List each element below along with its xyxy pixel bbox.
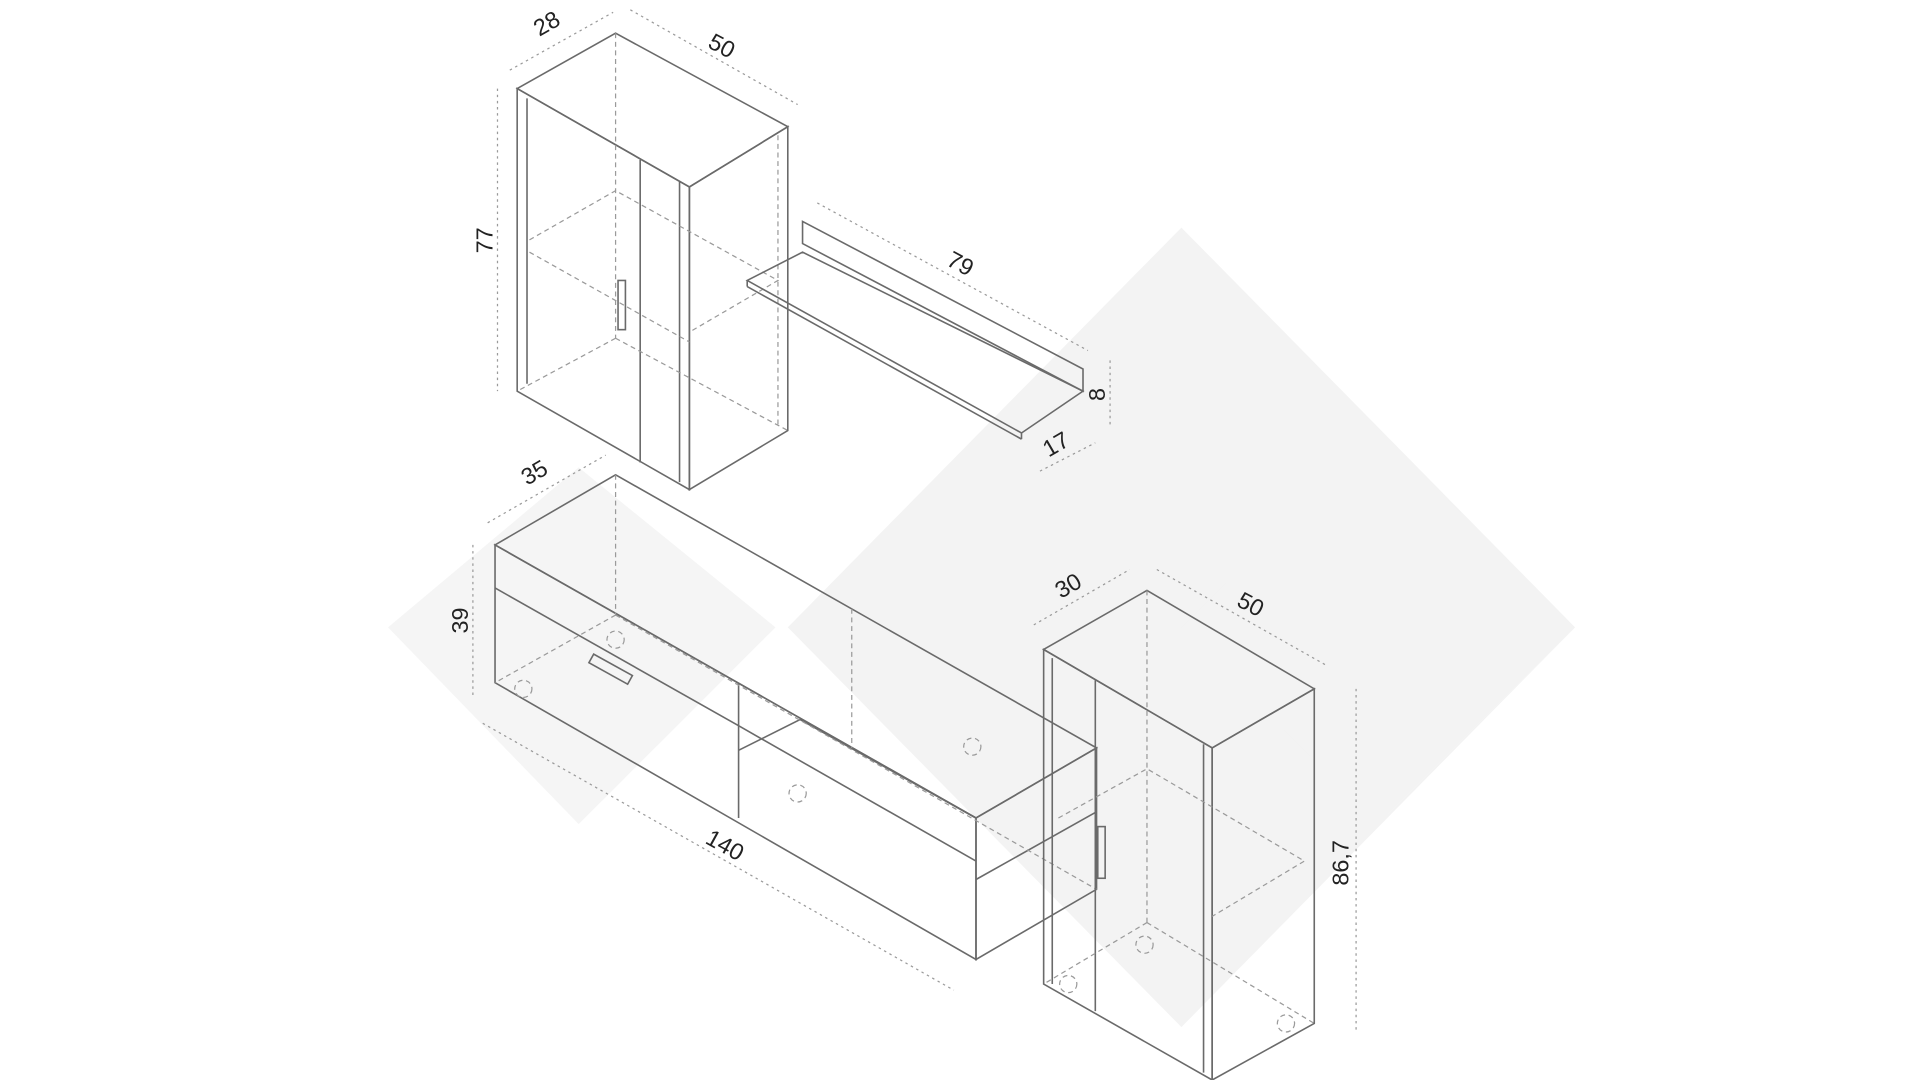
door-handle-icon [1096, 825, 1106, 880]
dimension-tv-height: 39 [447, 544, 474, 695]
svg-text:77: 77 [472, 227, 498, 253]
dimension-shelf-width: 79 [817, 202, 1089, 352]
dimension-upper-width: 50 [630, 9, 798, 106]
tv-stand [493, 473, 1099, 961]
svg-text:39: 39 [447, 608, 473, 634]
svg-text:79: 79 [943, 246, 978, 281]
door-handle-icon [617, 279, 627, 331]
svg-text:50: 50 [704, 28, 739, 63]
svg-text:8: 8 [1084, 388, 1110, 401]
drawer-handle-icon [587, 653, 634, 686]
svg-text:28: 28 [529, 6, 565, 42]
dimension-upper-depth: 28 [509, 6, 614, 71]
dimension-low-height: 86,7 [1328, 688, 1357, 1031]
dimension-shelf-height: 8 [1084, 360, 1111, 425]
upper-cabinet [515, 32, 790, 491]
low-cabinet [1042, 589, 1316, 1080]
dimension-upper-height: 77 [472, 88, 499, 392]
svg-text:35: 35 [517, 455, 553, 491]
wall-shelf [745, 220, 1085, 440]
svg-text:140: 140 [702, 824, 749, 866]
dimension-tv-width: 140 [482, 722, 955, 991]
svg-text:86,7: 86,7 [1328, 840, 1354, 885]
